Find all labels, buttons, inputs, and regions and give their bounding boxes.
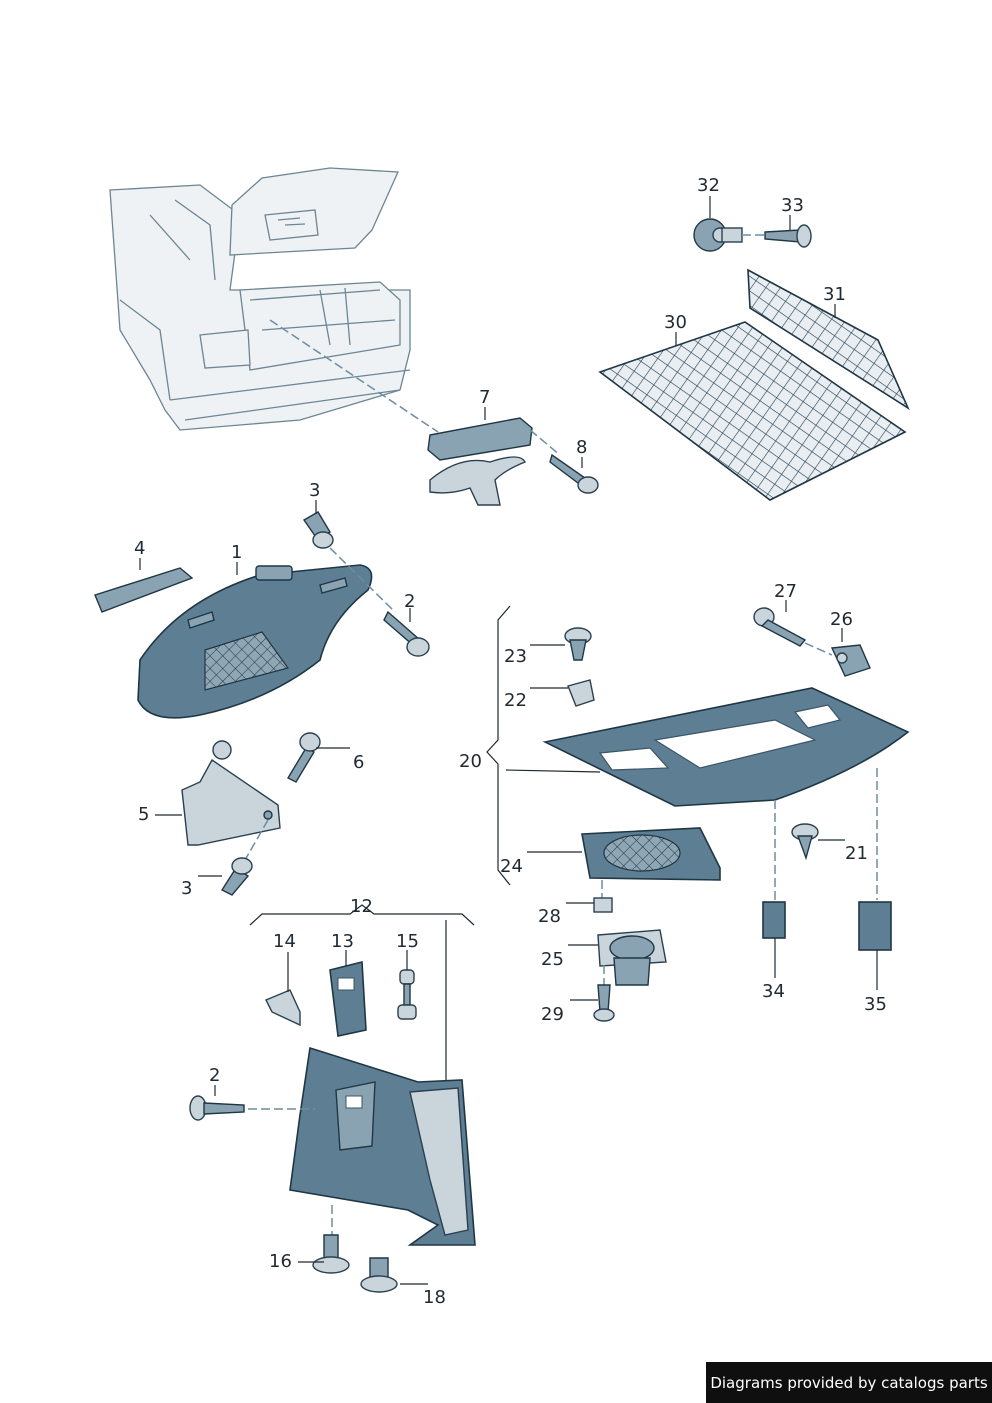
callout-16: 16 xyxy=(269,1251,292,1272)
callout-7: 7 xyxy=(479,387,491,408)
parcel-shelf xyxy=(542,687,910,807)
screw-33 xyxy=(764,224,812,248)
pad-35 xyxy=(858,901,892,951)
clip-23 xyxy=(564,627,592,661)
callout-31: 31 xyxy=(823,284,846,305)
callout-3-bottom: 3 xyxy=(181,878,193,899)
callout-33: 33 xyxy=(781,195,804,216)
callout-6: 6 xyxy=(353,752,365,773)
callout-34: 34 xyxy=(762,981,785,1002)
callout-24: 24 xyxy=(500,856,523,877)
car-illustration xyxy=(109,167,411,431)
clip-15 xyxy=(397,969,417,1020)
callout-25: 25 xyxy=(541,949,564,970)
callout-5: 5 xyxy=(138,804,150,825)
callout-13: 13 xyxy=(331,931,354,952)
speaker-25 xyxy=(597,929,667,986)
fastener-16 xyxy=(312,1234,350,1274)
clip-22 xyxy=(567,679,595,707)
bracket-14 xyxy=(265,989,301,1027)
callout-18: 18 xyxy=(423,1287,446,1308)
luggage-net-30 xyxy=(598,321,907,501)
trunk-lid-trim xyxy=(137,564,373,719)
fastener-18 xyxy=(360,1257,398,1293)
callout-8: 8 xyxy=(576,437,588,458)
callout-3-top: 3 xyxy=(309,480,321,501)
callout-12: 12 xyxy=(350,896,373,917)
callout-29: 29 xyxy=(541,1004,564,1025)
screw-2-top xyxy=(383,610,430,657)
screw-8 xyxy=(549,453,599,494)
clip-3-top xyxy=(302,511,334,549)
callout-21: 21 xyxy=(845,843,868,864)
clip-32 xyxy=(693,218,743,252)
attribution-footer: Diagrams provided by catalogs parts xyxy=(706,1362,992,1403)
callout-2-bottom: 2 xyxy=(209,1065,221,1086)
callout-23: 23 xyxy=(504,646,527,667)
callout-28: 28 xyxy=(538,906,561,927)
side-trim-panel xyxy=(289,1046,476,1246)
clip-3-bottom xyxy=(220,857,253,896)
trunk-handle xyxy=(427,417,533,506)
screw-29 xyxy=(593,984,615,1022)
clip-21 xyxy=(791,823,819,861)
pad-34 xyxy=(762,901,786,939)
nut-28 xyxy=(593,897,613,913)
callout-27: 27 xyxy=(774,581,797,602)
callout-32: 32 xyxy=(697,175,720,196)
callout-35: 35 xyxy=(864,994,887,1015)
attribution-text: Diagrams provided by catalogs parts xyxy=(710,1373,988,1392)
screw-27 xyxy=(753,607,807,647)
screw-6 xyxy=(287,732,321,783)
callout-14: 14 xyxy=(273,931,296,952)
callout-1: 1 xyxy=(231,542,243,563)
leader-lines xyxy=(139,196,878,1285)
cover-13 xyxy=(329,960,367,1037)
speaker-cover-24 xyxy=(581,827,721,881)
callout-26: 26 xyxy=(830,609,853,630)
trim-strip-4 xyxy=(94,567,194,613)
callout-4: 4 xyxy=(134,538,146,559)
screw-2-bottom xyxy=(189,1095,245,1121)
callout-22: 22 xyxy=(504,690,527,711)
callout-30: 30 xyxy=(664,312,687,333)
callout-2-top: 2 xyxy=(404,591,416,612)
callout-20: 20 xyxy=(459,751,482,772)
bracket-5 xyxy=(181,740,281,846)
bracket-26 xyxy=(830,644,871,677)
callout-15: 15 xyxy=(396,931,419,952)
